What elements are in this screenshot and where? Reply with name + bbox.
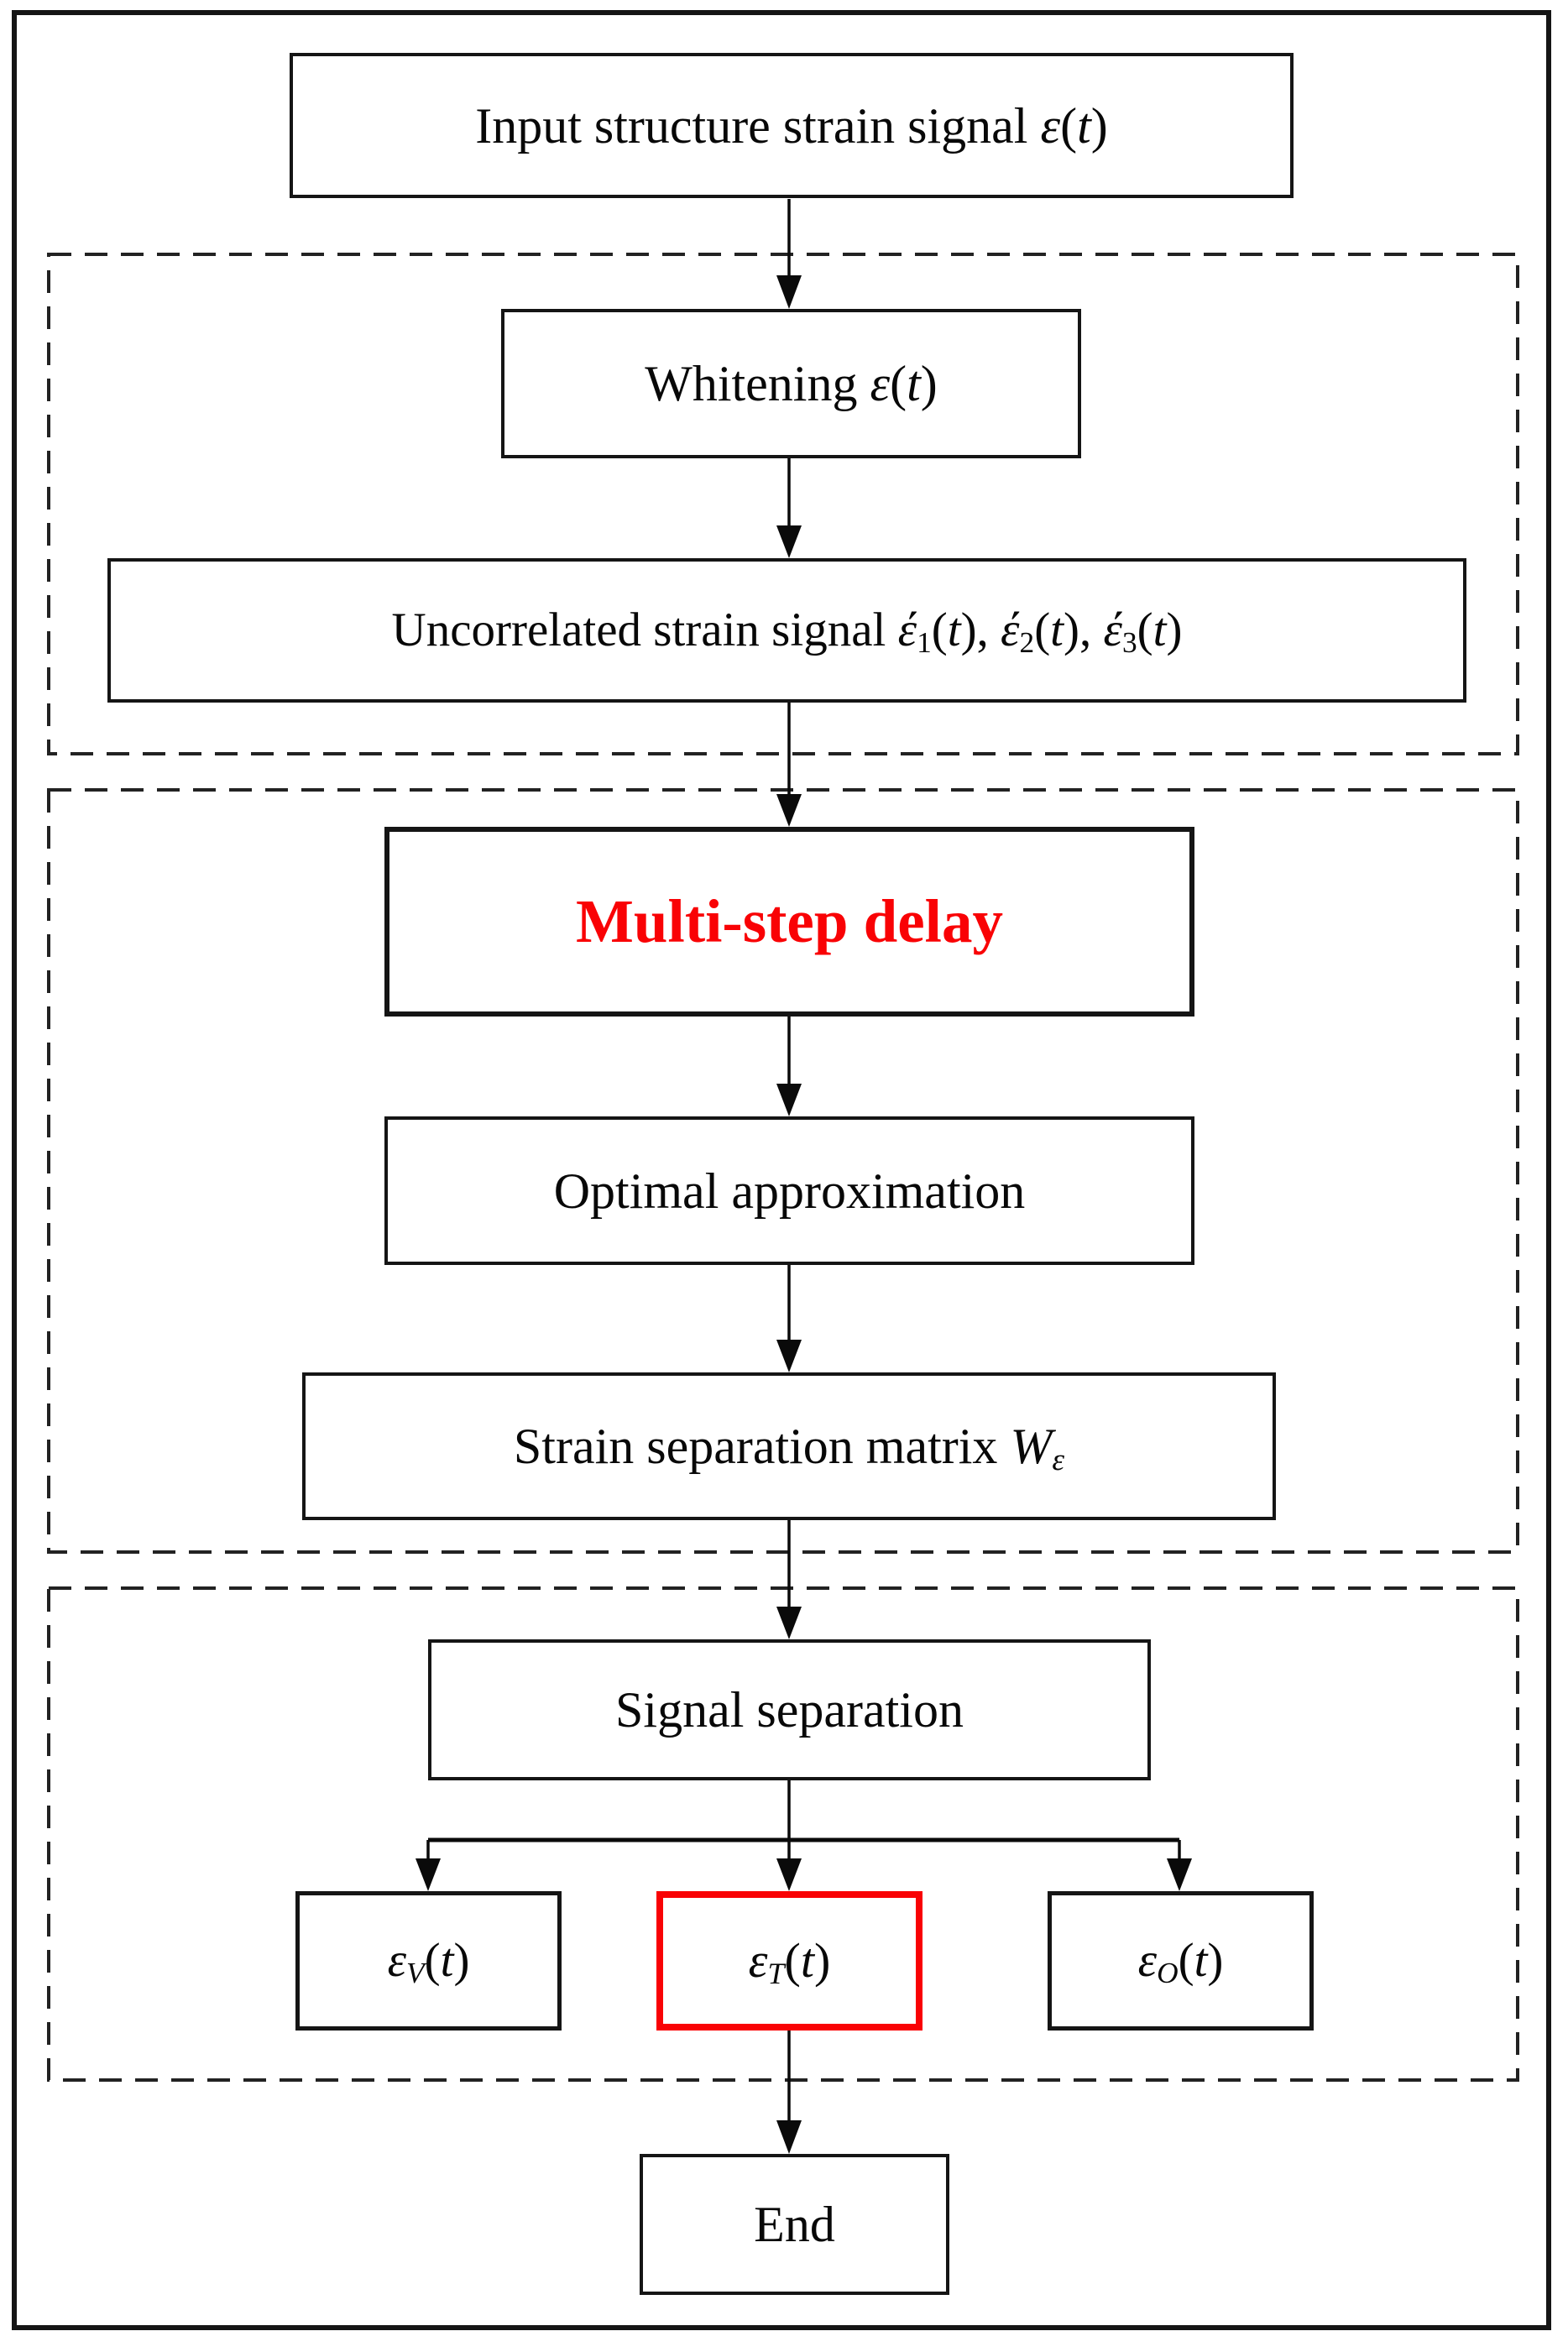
node-whitening-box: Whitening ε(t): [501, 309, 1081, 458]
node-strain-separation-matrix-label: Strain separation matrix Wε: [513, 1419, 1065, 1478]
arrowhead-multistep-to-optimal: [776, 1084, 802, 1116]
node-end-box: End: [640, 2154, 949, 2295]
arrowhead-whitening-to-uncorrelated: [776, 525, 802, 558]
arrowhead-branch-to-epsv: [416, 1858, 441, 1891]
node-optimal-approximation-box: Optimal approximation: [384, 1116, 1194, 1265]
arrowhead-uncorrelated-to-multistep: [776, 794, 802, 827]
node-eps-t-box: εT(t): [656, 1891, 923, 2031]
node-uncorrelated-box: Uncorrelated strain signal έ1(t), έ2(t),…: [107, 558, 1466, 703]
arrowhead-branch-to-epst: [776, 1858, 802, 1891]
group-signal-separation-stage: [47, 1586, 1519, 2082]
node-whitening-label: Whitening ε(t): [645, 356, 938, 411]
arrowhead-optimal-to-strainmatrix: [776, 1340, 802, 1372]
arrowhead-strainmatrix-to-signalsep: [776, 1607, 802, 1639]
arrowhead-epst-to-end: [776, 2120, 802, 2154]
node-signal-separation-label: Signal separation: [615, 1682, 964, 1738]
node-uncorrelated-label: Uncorrelated strain signal έ1(t), έ2(t),…: [391, 603, 1183, 659]
node-signal-separation-box: Signal separation: [428, 1639, 1151, 1780]
node-eps-t-label: εT(t): [748, 1933, 831, 1990]
node-input-label: Input structure strain signal ε(t): [475, 97, 1108, 154]
group-separation-matrix-stage: [47, 788, 1519, 1554]
node-end-label: End: [754, 2197, 835, 2252]
node-strain-separation-matrix-box: Strain separation matrix Wε: [302, 1372, 1276, 1520]
node-eps-v-box: εV(t): [295, 1891, 562, 2031]
node-eps-v-label: εV(t): [387, 1933, 470, 1989]
node-eps-o-box: εO(t): [1048, 1891, 1314, 2031]
node-optimal-approximation-label: Optimal approximation: [553, 1163, 1026, 1219]
arrowhead-branch-to-epso: [1167, 1858, 1192, 1891]
figure-border: [12, 10, 1551, 2330]
group-whitening-stage: [47, 253, 1519, 755]
node-eps-o-label: εO(t): [1137, 1933, 1224, 1989]
node-multistep-delay-label: Multi-step delay: [576, 886, 1003, 955]
arrowhead-input-to-whitening: [776, 275, 802, 309]
node-multistep-delay-box: Multi-step delay: [384, 827, 1194, 1017]
node-input-box: Input structure strain signal ε(t): [290, 53, 1294, 198]
